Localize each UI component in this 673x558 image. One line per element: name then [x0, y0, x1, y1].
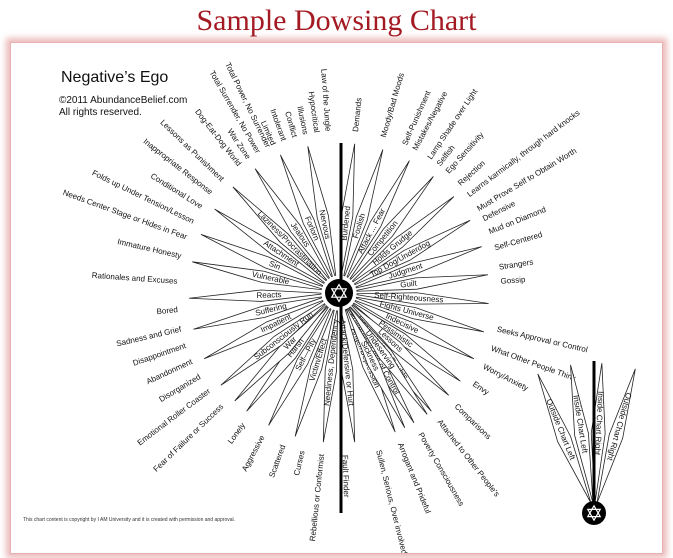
fan-label: Law of the Jungle — [319, 68, 332, 132]
mini-petal — [537, 373, 592, 504]
petal — [220, 303, 326, 386]
petal — [343, 149, 384, 277]
petal-label: Sin — [268, 259, 282, 272]
petal — [351, 304, 449, 396]
petal — [214, 208, 325, 284]
fan-label: Self-Centered — [493, 230, 543, 252]
fan-label: Curses — [292, 450, 306, 477]
mini-petal — [570, 364, 594, 504]
petal — [192, 261, 322, 291]
mini-label: Inside Chart Right — [593, 391, 605, 456]
petal — [351, 196, 455, 283]
copyright-line-1: ©2011 AbundanceBelief.com — [59, 95, 188, 106]
fan-label: Demands — [351, 97, 364, 132]
petal — [349, 176, 434, 280]
petal — [189, 289, 322, 302]
mini-label: Outside Chart Left — [544, 398, 577, 462]
fan-label: Moody/Bad Moods — [379, 72, 406, 139]
fan-label: Lonely — [226, 421, 247, 445]
star-triangle — [330, 288, 348, 303]
fan-label: Rebellious or Conformist — [308, 453, 326, 542]
petal — [294, 309, 335, 437]
petal — [355, 246, 482, 289]
star-triangle — [330, 283, 348, 298]
fan-label: Sullen, Serious, Over involved — [374, 449, 409, 553]
fan-label: Attached to Other People's — [435, 418, 501, 499]
petal — [353, 219, 471, 286]
petal — [232, 186, 328, 282]
page-title: Sample Dowsing Chart — [196, 4, 477, 37]
petal — [348, 306, 428, 415]
mini-label: Outside Chart Right — [605, 392, 633, 463]
fan-label: Fault Finder — [341, 455, 351, 498]
petal — [203, 299, 324, 360]
petal — [307, 146, 337, 276]
petal — [345, 308, 406, 429]
fan-label: Aggressive — [240, 433, 267, 473]
chart-title: Negative’s Ego — [61, 69, 169, 86]
fan-label: Envy — [471, 380, 491, 397]
fan-label: Rationales and Excuses — [91, 271, 177, 286]
fan-label: Scattered — [267, 444, 287, 479]
star-triangle — [586, 504, 602, 518]
center-star-emblem — [325, 279, 353, 307]
petal — [356, 292, 489, 305]
petal — [268, 308, 332, 426]
petal — [355, 296, 485, 333]
petal — [354, 299, 475, 360]
petal-label: Reacts — [256, 290, 281, 300]
mini-star-emblem — [582, 501, 606, 525]
petal — [344, 308, 396, 433]
fan-label: Gossip — [500, 275, 526, 286]
copyright-notice: ©2011 AbundanceBelief.com All rights res… — [59, 95, 187, 119]
star-triangle — [586, 508, 602, 522]
footer-note: This chart content is copyright by I AM … — [23, 517, 236, 523]
petal — [356, 274, 488, 292]
petal-label: Burdened — [340, 206, 353, 241]
fan-label: Immature Honesty — [117, 237, 183, 260]
petal — [200, 234, 324, 287]
fan-label: Fear of Failure or Success — [152, 402, 226, 474]
mini-petal — [596, 368, 636, 504]
petal — [322, 310, 338, 443]
petal — [346, 160, 410, 278]
copyright-line-2: All rights reserved. — [59, 107, 142, 118]
fan-label: Strangers — [498, 257, 534, 271]
petal-label: Guilt — [400, 279, 418, 290]
fan-label: Bored — [156, 305, 178, 316]
petal — [254, 168, 330, 279]
dowsing-chart: Negative’s Ego ©2011 AbundanceBelief.com… — [10, 42, 663, 554]
fan-label: Comparisons — [453, 402, 493, 441]
petal — [193, 296, 323, 330]
petal — [280, 154, 333, 278]
